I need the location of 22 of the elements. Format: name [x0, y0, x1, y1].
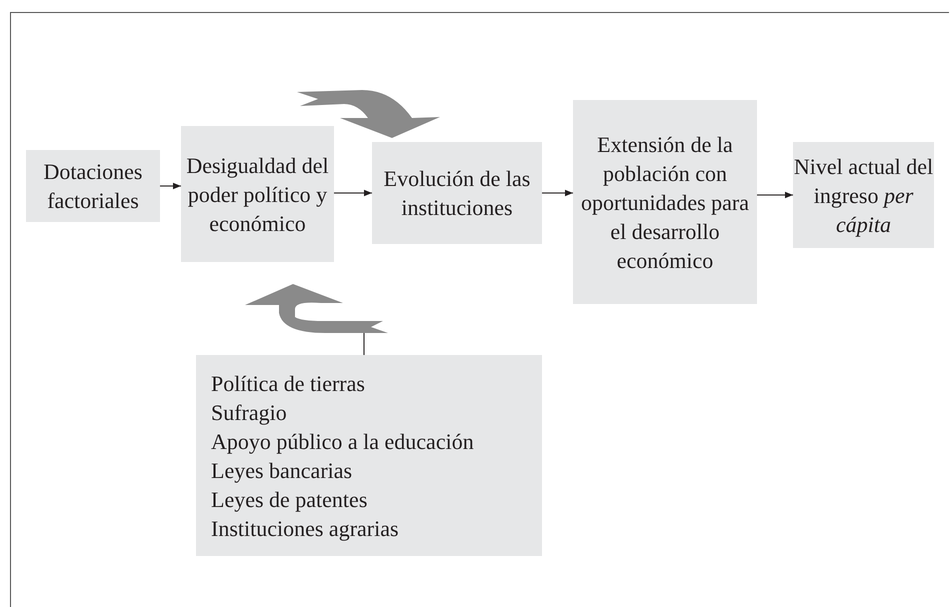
arrow: [756, 192, 794, 198]
process-box: [573, 100, 757, 304]
process-box: [793, 142, 934, 248]
box-label: Desigualdad del poder político y económico: [185, 152, 330, 238]
arrow: [334, 190, 372, 196]
list-box: [196, 355, 542, 556]
list-item: Apoyo público a la educación: [211, 428, 474, 456]
list-item: Instituciones agrarias: [211, 514, 399, 542]
arrow: [542, 190, 574, 196]
arrow: [160, 182, 182, 190]
list-item: Leyes bancarias: [211, 456, 352, 484]
process-box: [26, 150, 160, 222]
list-item: Política de tierras: [211, 370, 365, 398]
process-box: [181, 126, 334, 262]
process-box: [372, 142, 542, 244]
cycle-arrow-icon: [243, 283, 388, 333]
box-label: Evolución de las instituciones: [382, 165, 532, 222]
box-label: Extensión de la población con oportunidades para el desarrollo económico: [580, 130, 750, 274]
list-item: Sufragio: [211, 398, 287, 426]
box-label: Dotaciones factoriales: [42, 158, 144, 215]
box-label: Nivel actual del ingreso per cápita: [793, 152, 934, 238]
list-item: Leyes de patentes: [211, 486, 368, 514]
